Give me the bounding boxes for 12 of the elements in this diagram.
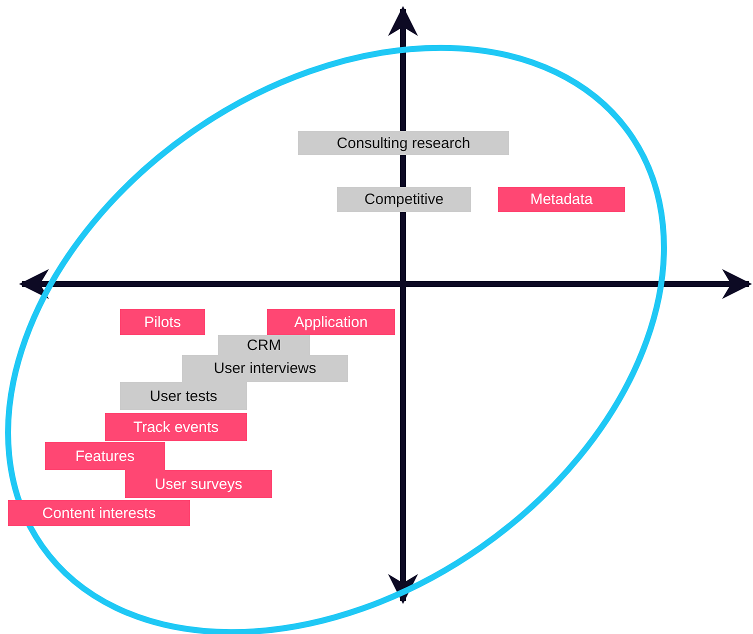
- sticky-note: User surveys: [125, 470, 272, 498]
- sticky-note: CRM: [218, 335, 310, 355]
- sticky-note: Competitive: [337, 187, 471, 212]
- sticky-note: User tests: [120, 382, 247, 410]
- sticky-note: Application: [267, 309, 395, 335]
- sticky-note: Pilots: [120, 309, 205, 335]
- sticky-note: User interviews: [182, 355, 348, 382]
- sticky-note: Content interests: [8, 500, 190, 526]
- sticky-note: Consulting research: [298, 131, 509, 155]
- sticky-note: Track events: [105, 413, 247, 441]
- sticky-note: Features: [45, 442, 165, 470]
- sticky-note: Metadata: [498, 187, 625, 212]
